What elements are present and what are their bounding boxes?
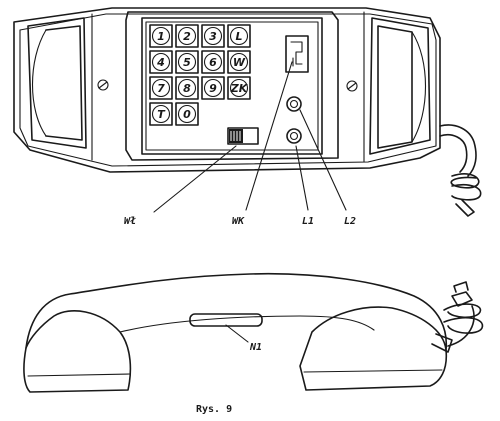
label-l2: L2 bbox=[344, 216, 356, 227]
keypad-key-label: 7 bbox=[157, 82, 165, 95]
handset bbox=[23, 272, 484, 393]
keypad: 1 2 3 L 4 5 6 W 7 8 9 ZK T 0 bbox=[149, 24, 251, 126]
label-wl: Wł bbox=[124, 216, 136, 227]
left-screw-icon bbox=[97, 79, 109, 91]
keypad-key[interactable]: 8 bbox=[175, 76, 199, 100]
base-cord bbox=[439, 124, 482, 217]
keypad-key[interactable]: 9 bbox=[201, 76, 225, 100]
keypad-key[interactable]: W bbox=[227, 50, 251, 74]
keypad-key[interactable]: 0 bbox=[175, 102, 199, 126]
keypad-key-label: 2 bbox=[183, 30, 191, 43]
right-handset-cradle bbox=[363, 11, 431, 163]
display-window bbox=[285, 35, 309, 73]
keypad-key[interactable]: T bbox=[149, 102, 173, 126]
keypad-key[interactable]: 7 bbox=[149, 76, 173, 100]
keypad-key-label: 8 bbox=[183, 82, 191, 95]
indicator-lamp-l2 bbox=[286, 96, 302, 112]
keypad-key-label: 9 bbox=[209, 82, 217, 95]
figure-caption: Rys. 9 bbox=[196, 404, 232, 415]
keypad-key-label: 3 bbox=[209, 30, 217, 43]
label-n1: N1 bbox=[249, 342, 262, 353]
keypad-key[interactable]: 2 bbox=[175, 24, 199, 48]
keypad-key[interactable]: 3 bbox=[201, 24, 225, 48]
keypad-key[interactable]: 4 bbox=[149, 50, 173, 74]
keypad-key-label: W bbox=[233, 56, 246, 69]
handset-component-n1 bbox=[189, 313, 263, 327]
keypad-key[interactable]: 1 bbox=[149, 24, 173, 48]
keypad-key-label: 6 bbox=[209, 56, 217, 69]
keypad-key[interactable]: L bbox=[227, 24, 251, 48]
keypad-key[interactable]: 5 bbox=[175, 50, 199, 74]
left-handset-cradle bbox=[27, 13, 93, 161]
leader-lines bbox=[153, 61, 347, 213]
label-l1: L1 bbox=[302, 216, 314, 227]
keypad-key-label: L bbox=[235, 30, 242, 43]
telephone-base: 1 2 3 L 4 5 6 W 7 8 9 ZK T 0 bbox=[13, 7, 482, 217]
keypad-key-label: ZK bbox=[230, 82, 249, 95]
keypad-key-label: 5 bbox=[183, 56, 191, 69]
keypad-key-label: 1 bbox=[157, 30, 165, 43]
power-switch[interactable] bbox=[227, 127, 259, 145]
keypad-key-label: T bbox=[157, 108, 166, 121]
keypad-key-label: 4 bbox=[156, 56, 165, 69]
keypad-key[interactable]: 6 bbox=[201, 50, 225, 74]
handset-cord bbox=[431, 281, 484, 353]
keypad-key-label: 0 bbox=[183, 108, 191, 121]
keypad-key[interactable]: ZK bbox=[227, 76, 251, 100]
indicator-lamp-l1 bbox=[286, 128, 302, 144]
label-wk: WK bbox=[232, 216, 245, 227]
right-screw-icon bbox=[346, 80, 358, 92]
